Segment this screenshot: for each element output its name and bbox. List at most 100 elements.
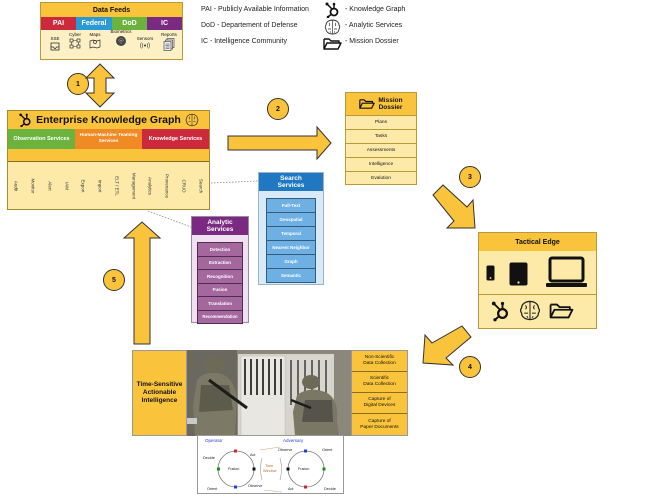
tactical-edge-divider bbox=[479, 294, 596, 295]
observation-services: Observation Services bbox=[8, 129, 75, 149]
ooda-loops bbox=[217, 446, 326, 493]
adversary-orient-marker bbox=[304, 449, 307, 453]
ekg-column-alert: Alert bbox=[41, 162, 60, 209]
time-window-arrow-bottom bbox=[263, 489, 283, 493]
search-services-title-line1: Search bbox=[280, 174, 302, 182]
connector-analytic bbox=[147, 210, 192, 228]
analytic-item-extraction: Extraction bbox=[197, 256, 243, 270]
column-label: Export bbox=[80, 178, 86, 193]
operator-act-marker bbox=[234, 449, 237, 453]
feed-source-label: Reports bbox=[161, 32, 177, 37]
intelligence-label-line1: Time-Sensitive bbox=[136, 380, 183, 388]
connector-search bbox=[210, 180, 259, 184]
feed-source-label: Maps bbox=[89, 32, 101, 37]
feed-source-label: SSE bbox=[50, 36, 60, 41]
search-item-temporal: Temporal bbox=[266, 227, 316, 241]
search-services-header: Search Services bbox=[259, 173, 323, 191]
adversary-decide-marker bbox=[322, 467, 326, 471]
ekg-column-elt-etl: ELT / ETL bbox=[108, 162, 127, 209]
ekg-column-search: Search bbox=[192, 162, 209, 209]
operator-orient-marker bbox=[234, 485, 237, 489]
collection-line1: Scientific bbox=[369, 376, 390, 382]
arrow-3-diagonal bbox=[432, 184, 476, 229]
feed-category-pai: PAI bbox=[41, 17, 76, 30]
adversary-decide: Decide bbox=[324, 487, 336, 491]
knowledge-graph-icon bbox=[19, 113, 31, 127]
dossier-item-intelligence: Intelligence bbox=[346, 157, 416, 171]
ooda-adversary-label: Adversary bbox=[283, 438, 304, 443]
ekg-column-crud: CRUD bbox=[175, 162, 194, 209]
operator-orient: Orient bbox=[207, 487, 218, 491]
ooda-operator-label: Operator bbox=[205, 438, 223, 443]
ekg-column-monitor: Monitor bbox=[24, 162, 43, 209]
knowledge-services: Knowledge Services bbox=[142, 129, 209, 149]
column-label: Analytics bbox=[147, 176, 153, 195]
feed-source-label: Biometrics bbox=[110, 29, 132, 34]
analytic-services-list: Detection Extraction Recognition Fusion … bbox=[197, 242, 243, 324]
collection-line1: Capture of bbox=[368, 418, 391, 424]
column-label: Import bbox=[97, 179, 103, 192]
time-window-line1: Time bbox=[265, 464, 274, 468]
ekg-column-management: Management bbox=[125, 162, 143, 209]
inbox-icon bbox=[50, 42, 60, 51]
collection-line2: Paper Documents bbox=[360, 424, 399, 430]
analytic-item-fusion: Fusion bbox=[197, 283, 243, 297]
analytic-services-header: Analytic Services bbox=[192, 217, 248, 235]
ekg-title: Enterprise Knowledge Graph bbox=[36, 114, 181, 126]
arrow-1-bidirectional bbox=[84, 63, 116, 108]
arrow-2-right bbox=[227, 125, 332, 161]
mission-dossier-title-line2: Dossier bbox=[378, 104, 403, 111]
feed-source-maps: Maps bbox=[83, 32, 107, 49]
column-label: Audit bbox=[13, 180, 19, 191]
adversary-orient: Orient bbox=[322, 448, 333, 452]
analytic-services-title-line1: Analytic bbox=[207, 218, 233, 226]
fingerprint-icon bbox=[116, 36, 126, 46]
feed-source-reports: Reports bbox=[157, 32, 181, 51]
signal-icon bbox=[140, 42, 150, 49]
analytic-item-translation: Translation bbox=[197, 297, 243, 311]
column-label: Alert bbox=[47, 180, 53, 191]
map-icon bbox=[89, 39, 101, 49]
documents-icon bbox=[163, 38, 175, 51]
operator-fusion: Fusion bbox=[228, 467, 240, 471]
analytic-item-recommendation: Recommendation bbox=[197, 310, 243, 324]
column-label: Provenance bbox=[164, 173, 170, 198]
operator-act: Act bbox=[250, 453, 256, 457]
ooda-loop-diagram: Operator Adversary Decide Act Fusion Ori… bbox=[197, 435, 344, 494]
legend-knowledge-graph: - Knowledge Graph bbox=[345, 6, 406, 13]
time-window-line2: Window bbox=[263, 469, 277, 473]
enterprise-knowledge-graph: Enterprise Knowledge Graph Observation S… bbox=[7, 110, 210, 210]
column-label: IAM bbox=[64, 181, 70, 190]
search-services-title-line2: Services bbox=[277, 182, 305, 189]
analytic-services-title-line2: Services bbox=[206, 226, 234, 233]
search-item-geospatial: Geospatial bbox=[266, 213, 316, 227]
network-icon bbox=[69, 38, 81, 49]
folder-icon bbox=[323, 38, 342, 50]
data-feeds-title: Data Feeds bbox=[41, 3, 182, 17]
ekg-title-bar: Enterprise Knowledge Graph bbox=[8, 111, 209, 129]
column-label: Management bbox=[131, 172, 137, 199]
photo-illustration bbox=[187, 350, 351, 436]
ekg-column-import: Import bbox=[91, 162, 110, 209]
legend-mission-dossier: - Mission Dossier bbox=[345, 38, 399, 45]
arrow-4-diagonal bbox=[422, 325, 472, 366]
phone-icon bbox=[486, 265, 495, 281]
adversary-observe: Observe bbox=[278, 448, 293, 452]
feed-category-federal: Federal bbox=[76, 17, 112, 30]
intelligence-label-line3: Intelligence bbox=[141, 397, 178, 405]
analytic-item-recognition: Recognition bbox=[197, 270, 243, 284]
analytic-item-detection: Detection bbox=[197, 242, 243, 257]
collection-line1: Capture of bbox=[368, 397, 391, 403]
search-services-list: Full-Text Geospatial Temporal Nearest Ne… bbox=[266, 198, 316, 283]
brain-icon bbox=[324, 19, 341, 35]
feed-category-ic: IC bbox=[147, 17, 182, 30]
brain-icon bbox=[519, 300, 541, 321]
step-4-marker: 4 bbox=[459, 356, 481, 378]
arrow-5-up bbox=[122, 221, 162, 345]
operator-decide: Decide bbox=[203, 456, 215, 460]
data-feeds-panel: Data Feeds PAI Federal DoD IC SSE Cyber … bbox=[40, 2, 183, 60]
ekg-column-export: Export bbox=[75, 162, 93, 209]
tactical-edge-title: Tactical Edge bbox=[479, 233, 596, 251]
